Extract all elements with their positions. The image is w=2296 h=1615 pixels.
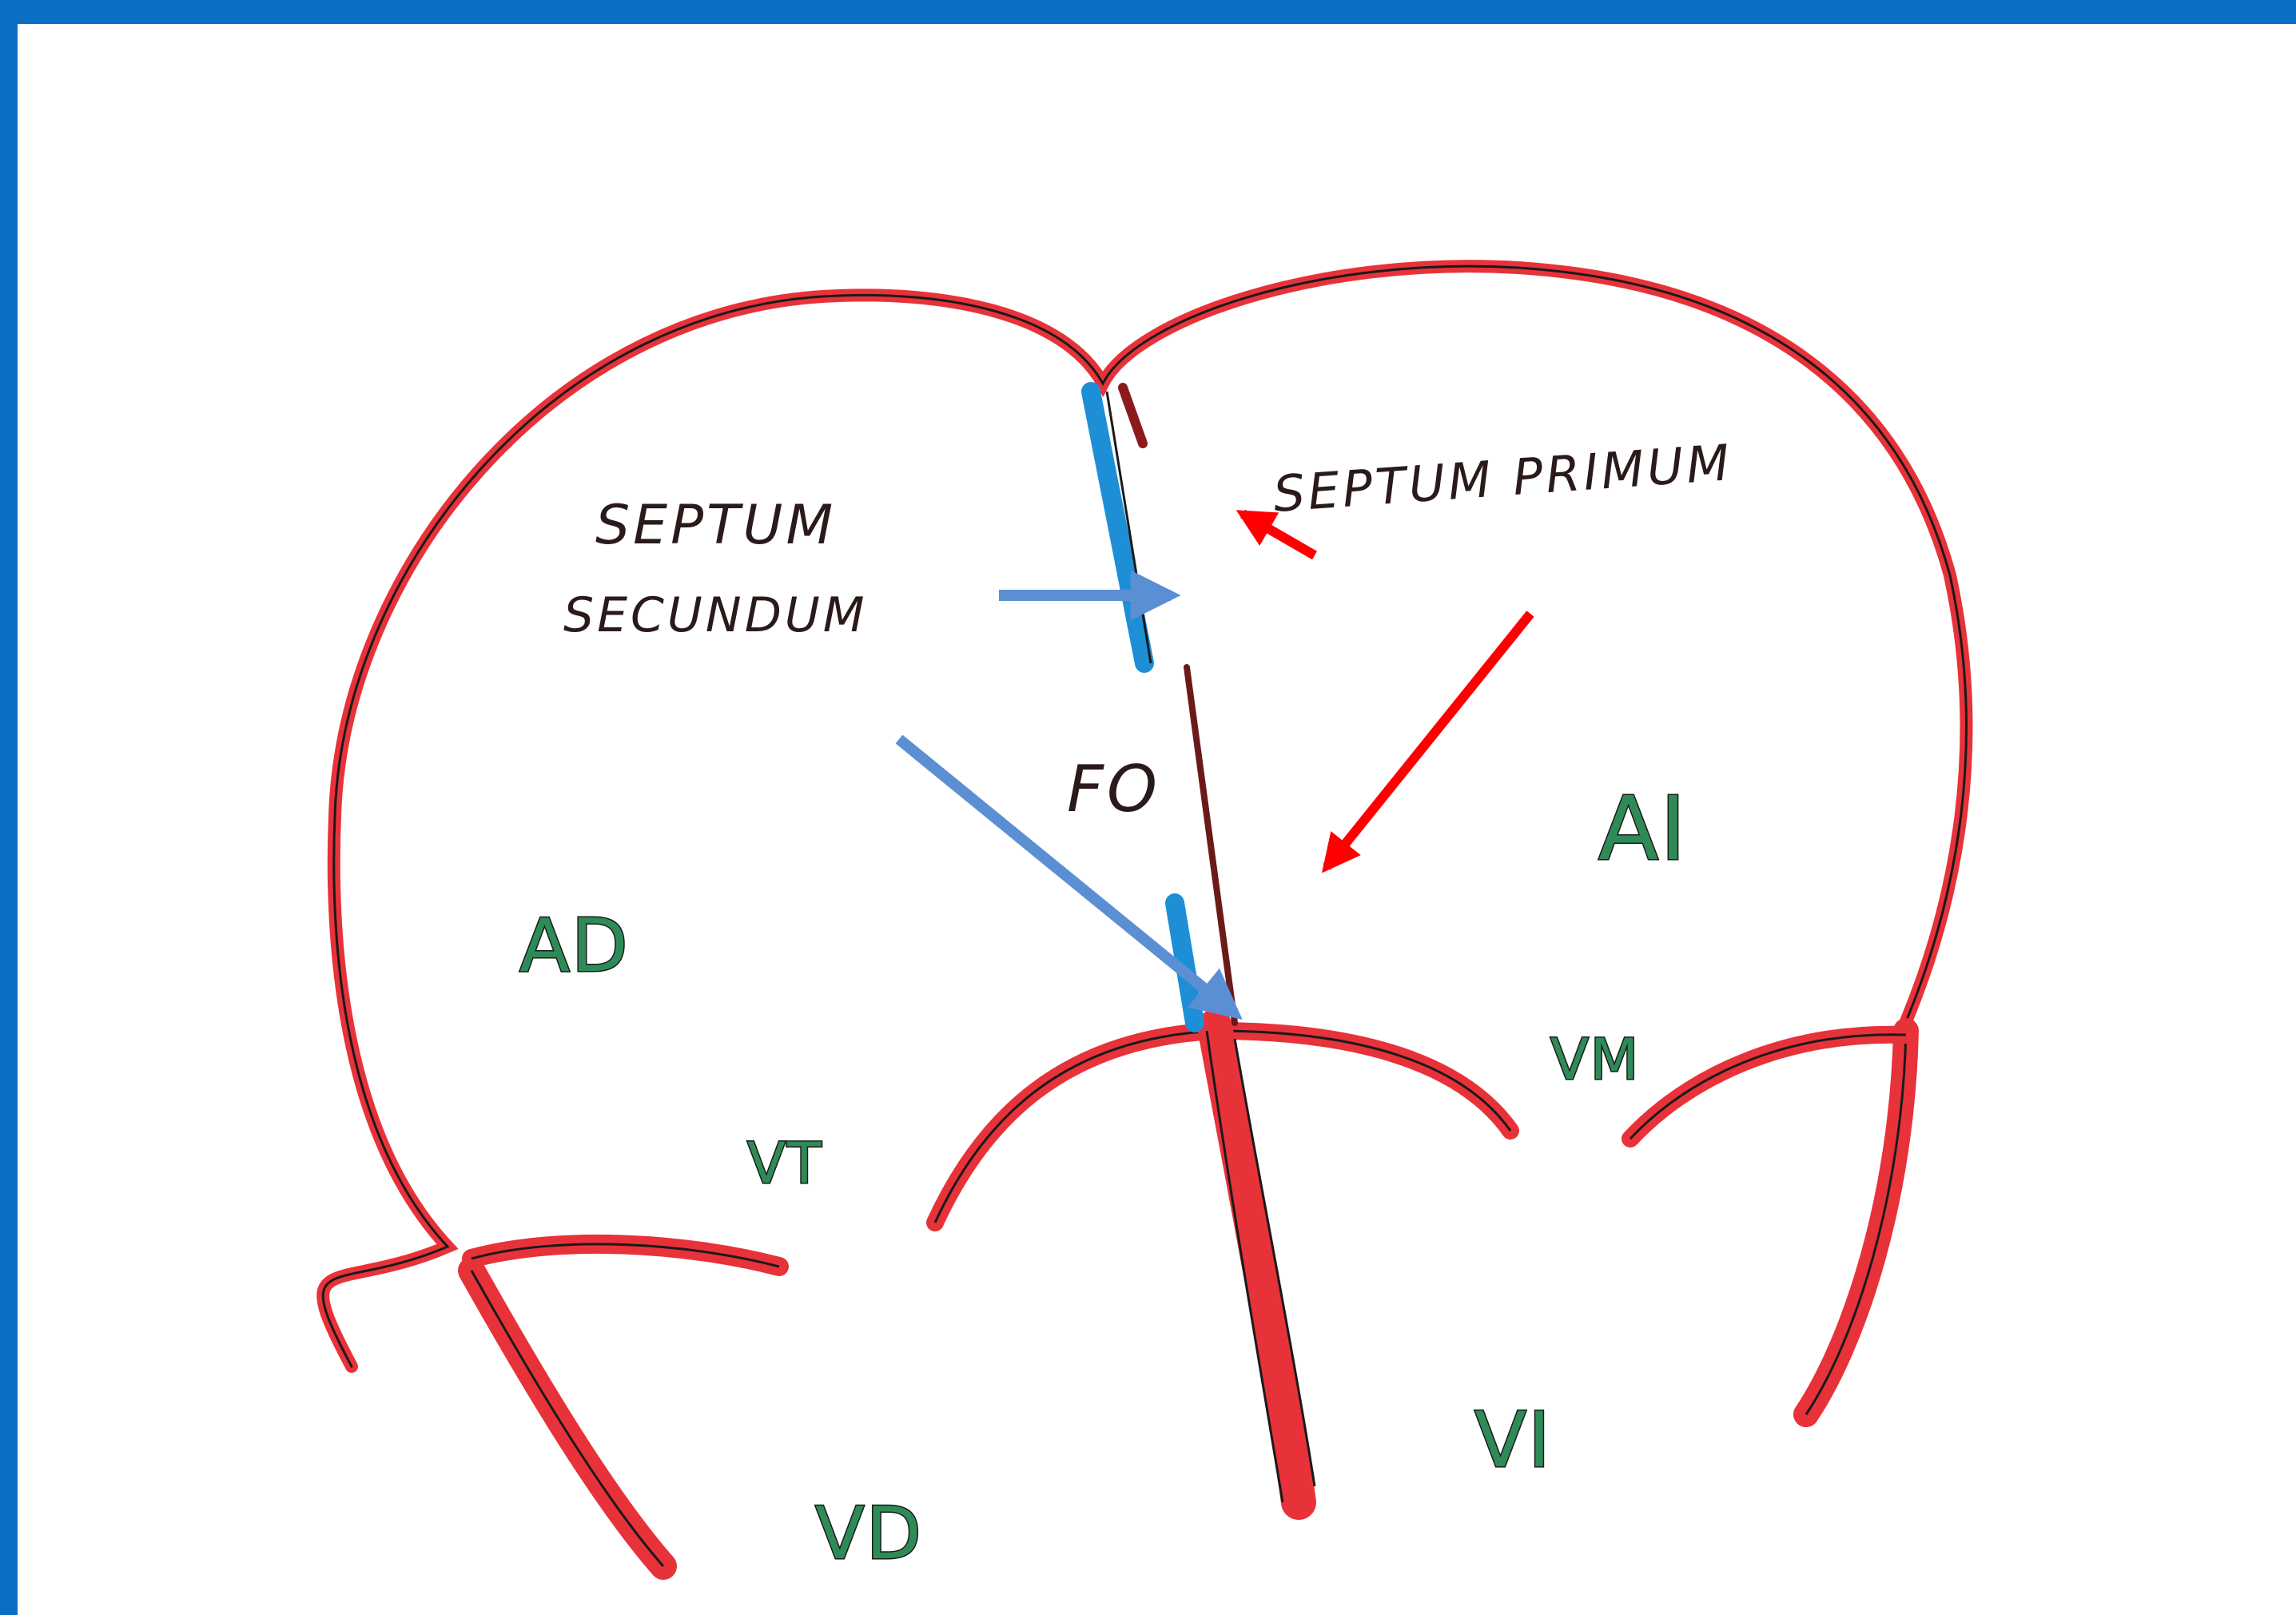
label-septum-secundum-line2: SECUNDUM	[563, 587, 868, 643]
label-vd: VD	[815, 1492, 923, 1576]
label-septum-primum: SEPTUM PRIMUM	[1271, 433, 1734, 523]
label-septum-secundum-line1: SEPTUM	[595, 494, 836, 557]
label-ad: AD	[519, 903, 630, 988]
label-vt: VT	[747, 1131, 823, 1196]
red-arrow-fo	[1327, 614, 1530, 867]
septum-primum-top	[1123, 388, 1143, 444]
label-ai: AI	[1598, 778, 1688, 880]
arrows	[899, 514, 1530, 1013]
label-fo: FO	[1067, 752, 1160, 826]
atrial-septum	[1091, 388, 1235, 1023]
label-vm: VM	[1550, 1027, 1640, 1092]
label-vi: VI	[1474, 1397, 1552, 1485]
